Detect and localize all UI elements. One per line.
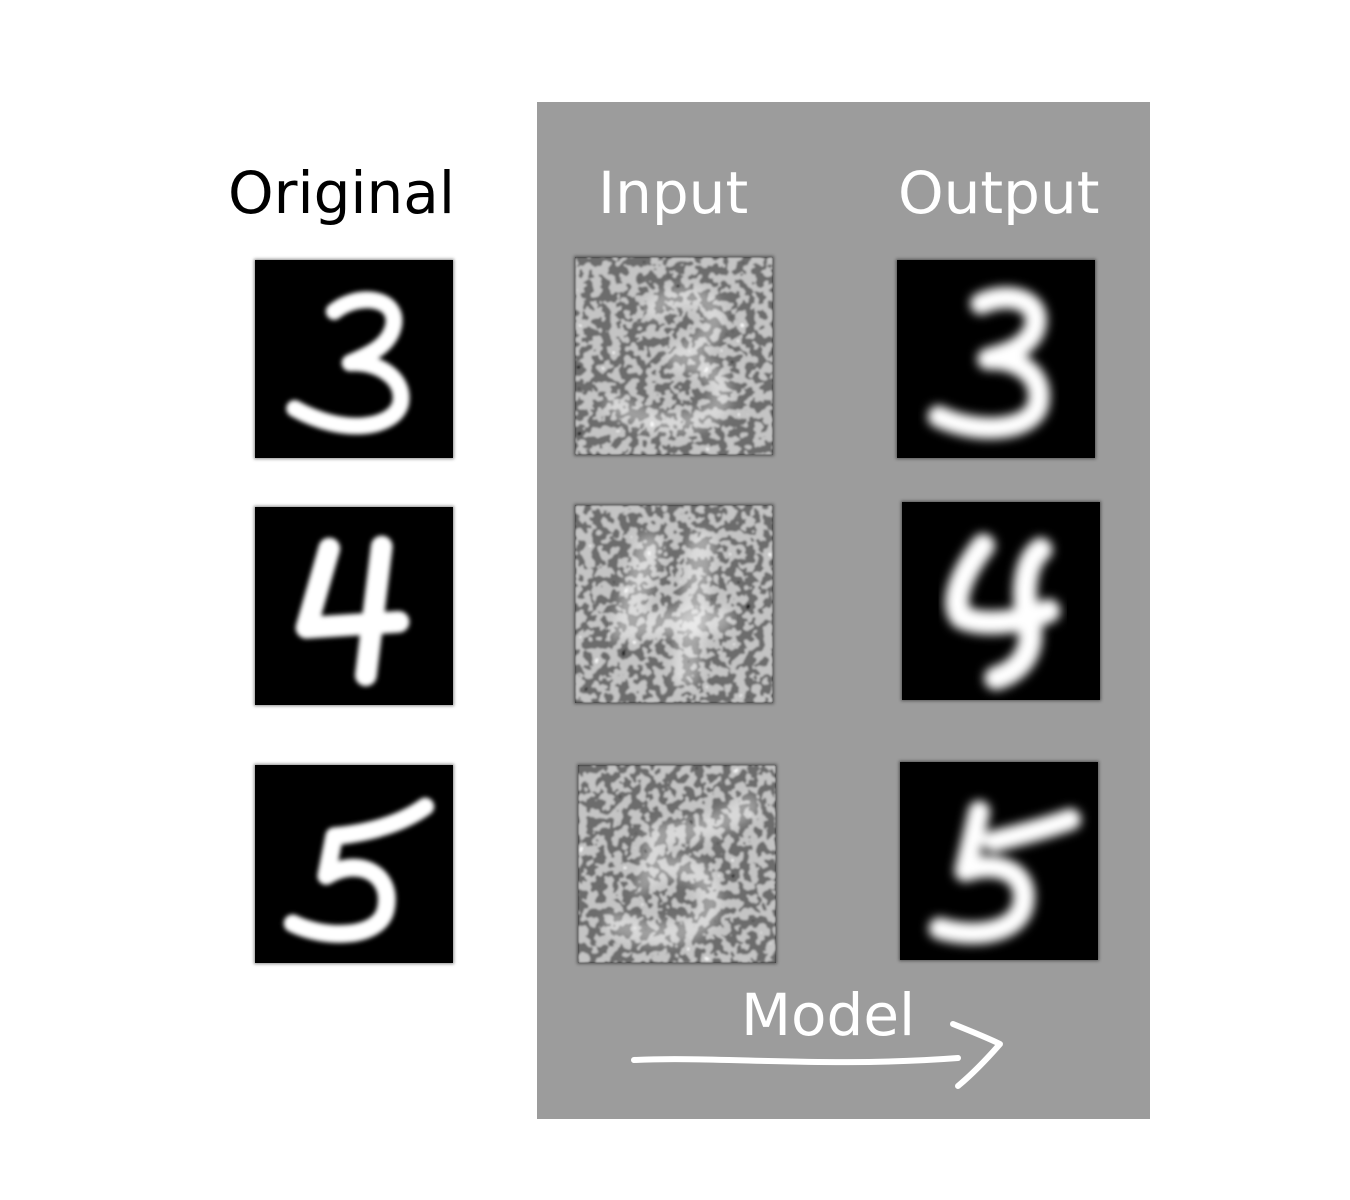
original-digit-4 (255, 507, 453, 705)
model-label: Model (741, 981, 916, 1049)
noisy-input-5 (578, 765, 776, 963)
original-digit-3 (255, 260, 453, 458)
noisy-input-3 (575, 257, 773, 455)
output-digit-5 (900, 762, 1098, 960)
output-column-title: Output (898, 159, 1100, 227)
input-column-title: Input (598, 159, 749, 227)
output-digit-3 (897, 260, 1095, 458)
original-digit-5 (255, 765, 453, 963)
model-arrow-icon (631, 1021, 1003, 1089)
noisy-input-4 (575, 505, 773, 703)
output-digit-4 (902, 502, 1100, 700)
original-column-title: Original (228, 159, 455, 227)
